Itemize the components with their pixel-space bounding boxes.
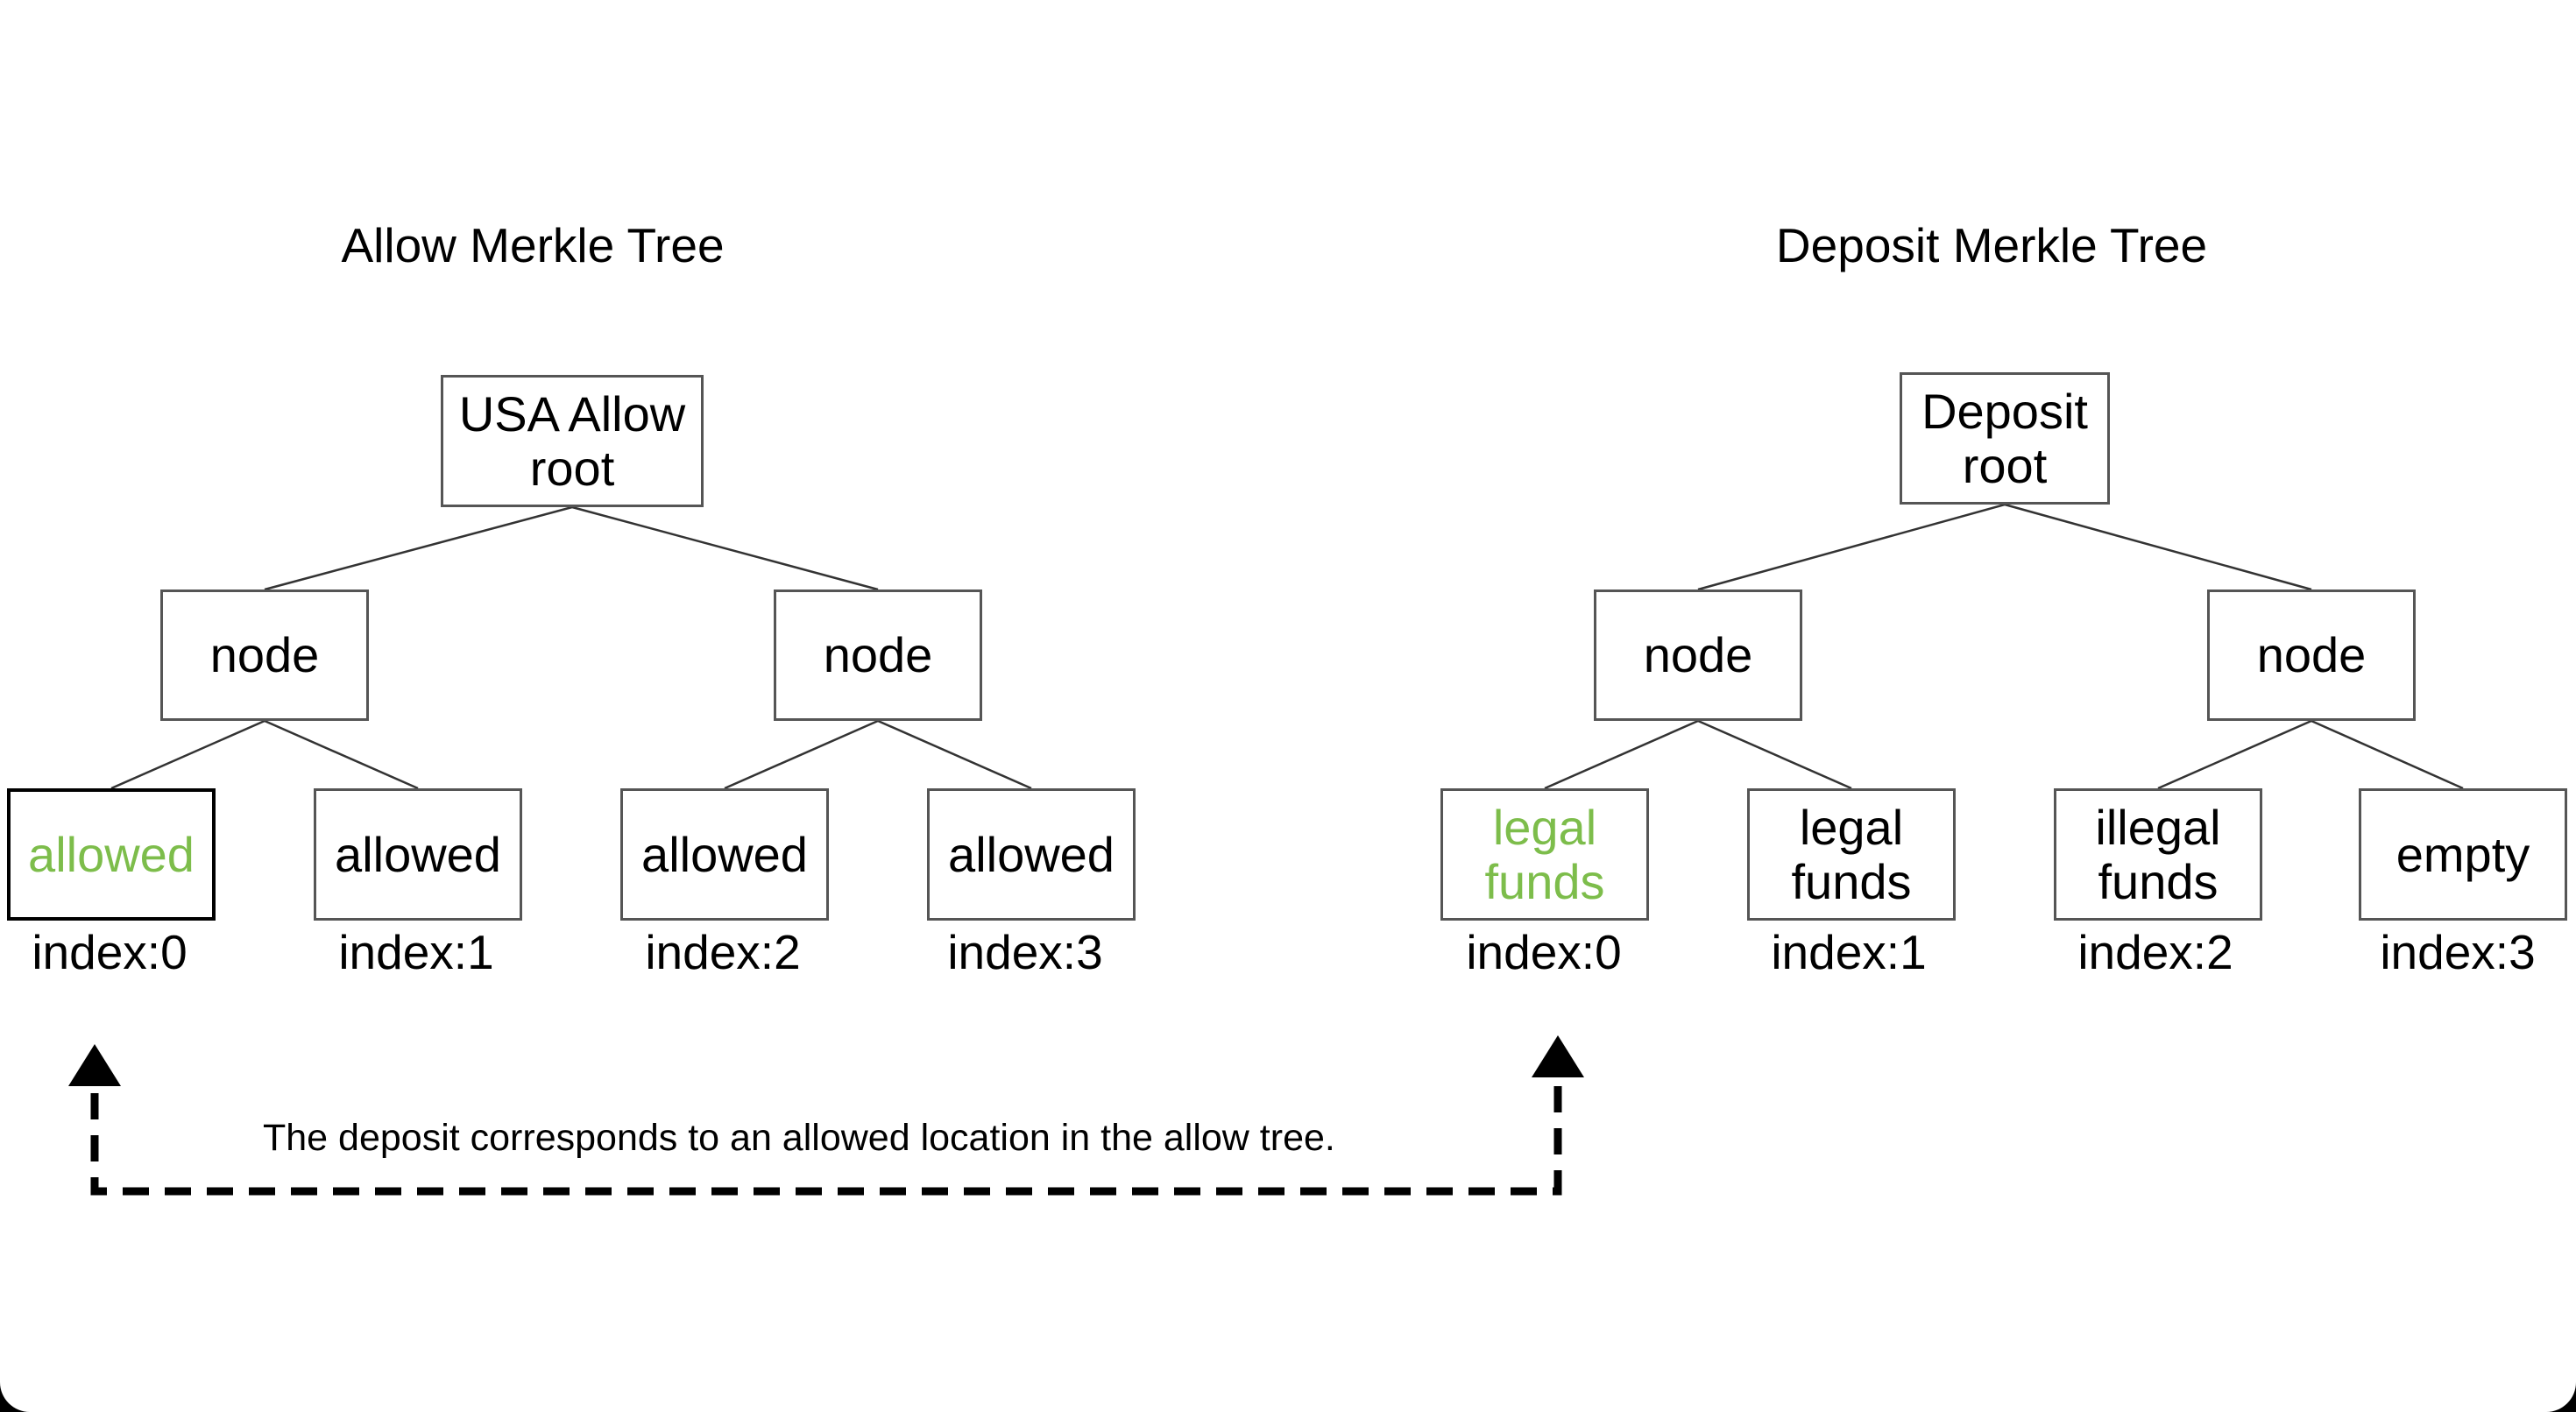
edge-deposit-root-left: [1697, 503, 2006, 591]
edge-allow-right-leaf2: [724, 719, 879, 790]
allow-leaf-2-label: allowed: [641, 826, 808, 882]
allow-leaf-0: allowed: [7, 788, 216, 921]
deposit-node-left-label: node: [1643, 627, 1753, 682]
edge-deposit-right-leaf3: [2311, 719, 2464, 790]
allow-leaf-1: allowed: [314, 788, 522, 921]
deposit-index-1: index:1: [1771, 925, 1927, 979]
edge-deposit-right-leaf2: [2157, 719, 2312, 790]
allow-node-right: node: [774, 590, 982, 721]
deposit-leaf-2: illegal funds: [2054, 788, 2262, 921]
allow-index-1: index:1: [338, 925, 494, 979]
edge-allow-right-leaf3: [877, 719, 1032, 790]
allow-leaf-0-label: allowed: [28, 826, 195, 882]
edge-allow-left-leaf1: [264, 719, 419, 790]
edge-deposit-root-right: [2004, 503, 2312, 591]
allow-node-left: node: [160, 590, 369, 721]
allow-index-3: index:3: [947, 925, 1103, 979]
deposit-leaf-2-label: illegal funds: [2095, 799, 2221, 909]
allow-node-right-label: node: [823, 627, 933, 682]
deposit-node-right-label: node: [2256, 627, 2367, 682]
allow-leaf-3-label: allowed: [948, 826, 1115, 882]
allow-leaf-3: allowed: [927, 788, 1136, 921]
allow-node-left-label: node: [209, 627, 320, 682]
deposit-index-3: index:3: [2380, 925, 2536, 979]
allow-tree-title: Allow Merkle Tree: [341, 218, 725, 272]
connector-annotation: The deposit corresponds to an allowed lo…: [263, 1117, 1335, 1159]
deposit-leaf-1: legal funds: [1747, 788, 1956, 921]
deposit-tree-title: Deposit Merkle Tree: [1775, 218, 2208, 272]
allow-index-0: index:0: [32, 925, 188, 979]
deposit-leaf-3: empty: [2359, 788, 2567, 921]
edge-allow-root-right: [571, 505, 879, 591]
edge-allow-left-leaf0: [110, 719, 265, 790]
deposit-index-2: index:2: [2077, 925, 2233, 979]
deposit-leaf-1-label: legal funds: [1791, 799, 1912, 909]
dashed-connector-line: [90, 1051, 1562, 1196]
allow-leaf-2: allowed: [620, 788, 829, 921]
deposit-index-0: index:0: [1466, 925, 1622, 979]
allow-root-box: USA Allow root: [441, 375, 704, 507]
allow-leaf-1-label: allowed: [335, 826, 501, 882]
deposit-leaf-0-label: legal funds: [1484, 799, 1605, 909]
deposit-leaf-3-label: empty: [2396, 826, 2530, 882]
deposit-leaf-0: legal funds: [1440, 788, 1649, 921]
allow-root-label: USA Allow root: [458, 385, 686, 496]
deposit-root-box: Deposit root: [1900, 372, 2110, 505]
edge-deposit-left-leaf1: [1697, 719, 1852, 790]
arrowhead-up-right: [1532, 1035, 1584, 1077]
deposit-node-left: node: [1594, 590, 1802, 721]
allow-index-2: index:2: [645, 925, 801, 979]
edge-deposit-left-leaf0: [1544, 719, 1699, 790]
edge-allow-root-left: [264, 505, 573, 591]
arrowhead-up-left: [68, 1044, 121, 1086]
deposit-node-right: node: [2207, 590, 2416, 721]
deposit-root-label: Deposit root: [1921, 383, 2088, 493]
